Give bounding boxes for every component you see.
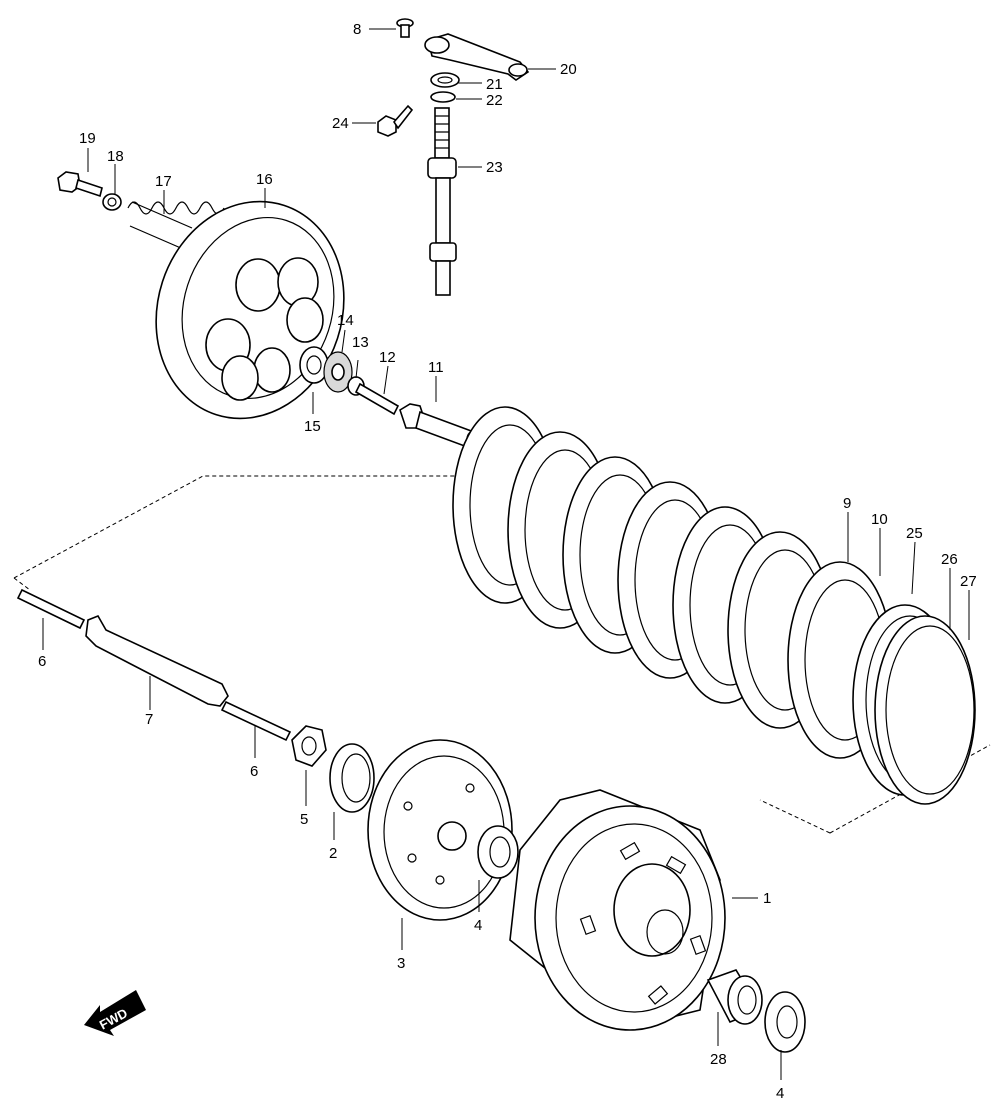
fwd-label: FWD bbox=[97, 1005, 130, 1032]
callout-1: 1 bbox=[763, 890, 771, 907]
judder-spring-27 bbox=[874, 615, 976, 805]
clutch-center-3 bbox=[367, 739, 513, 921]
callout-27: 27 bbox=[960, 573, 977, 590]
callout-7: 7 bbox=[145, 711, 153, 728]
thrust-washer-4-lower bbox=[764, 991, 806, 1053]
lock-washer-2 bbox=[329, 743, 375, 813]
leader-lines bbox=[42, 28, 970, 1080]
callout-22: 22 bbox=[486, 92, 503, 109]
bolt-24 bbox=[377, 104, 414, 137]
callout-2: 2 bbox=[329, 845, 337, 862]
callout-10: 10 bbox=[871, 511, 888, 528]
forward-direction-arrow: FWD bbox=[84, 990, 146, 1036]
callout-5: 5 bbox=[300, 811, 308, 828]
clutch-outer-1 bbox=[509, 789, 726, 1031]
lifter-shaft-23 bbox=[427, 107, 457, 296]
push-rod-6-left bbox=[16, 588, 86, 630]
washer-22 bbox=[430, 91, 456, 103]
callout-26: 26 bbox=[941, 551, 958, 568]
callout-12: 12 bbox=[379, 349, 396, 366]
assembly-boundary bbox=[13, 475, 991, 834]
bolt-19 bbox=[57, 171, 103, 198]
thrust-washer-4-upper bbox=[477, 825, 519, 879]
callout-18: 18 bbox=[107, 148, 124, 165]
callout-20: 20 bbox=[560, 61, 577, 78]
push-rod-7 bbox=[85, 614, 229, 707]
collar-18 bbox=[102, 193, 122, 211]
callout-24: 24 bbox=[332, 115, 349, 132]
callout-28: 28 bbox=[710, 1051, 727, 1068]
callout-14: 14 bbox=[337, 312, 354, 329]
bearing-15 bbox=[299, 346, 329, 384]
callout-15: 15 bbox=[304, 418, 321, 435]
callout-9: 9 bbox=[843, 495, 851, 512]
lifter-rod-12 bbox=[354, 382, 400, 416]
callout-25: 25 bbox=[906, 525, 923, 542]
clutch-lifter-arm bbox=[424, 33, 530, 81]
screw-8 bbox=[396, 18, 414, 38]
callout-6-left: 6 bbox=[38, 653, 46, 670]
callout-6-right: 6 bbox=[250, 763, 258, 780]
callout-11: 11 bbox=[428, 359, 444, 376]
callout-13: 13 bbox=[352, 334, 369, 351]
washer-14 bbox=[323, 351, 353, 393]
oil-seal-21 bbox=[430, 72, 460, 88]
pressure-plate-16 bbox=[155, 200, 345, 420]
callout-21: 21 bbox=[486, 76, 503, 93]
clutch-disc-stack bbox=[452, 406, 976, 805]
collar-28 bbox=[706, 969, 763, 1025]
callout-23: 23 bbox=[486, 159, 503, 176]
callout-19: 19 bbox=[79, 130, 96, 147]
callout-4-lower: 4 bbox=[776, 1085, 784, 1102]
callout-8: 8 bbox=[353, 21, 361, 38]
push-rod-6-right bbox=[220, 700, 292, 742]
callout-3: 3 bbox=[397, 955, 405, 972]
lock-nut-5 bbox=[291, 725, 327, 767]
callout-17: 17 bbox=[155, 173, 172, 190]
callout-16: 16 bbox=[256, 171, 273, 188]
callouts: 8 20 21 22 24 23 19 18 17 16 14 13 12 15… bbox=[38, 21, 977, 1102]
callout-4-upper: 4 bbox=[474, 917, 482, 934]
